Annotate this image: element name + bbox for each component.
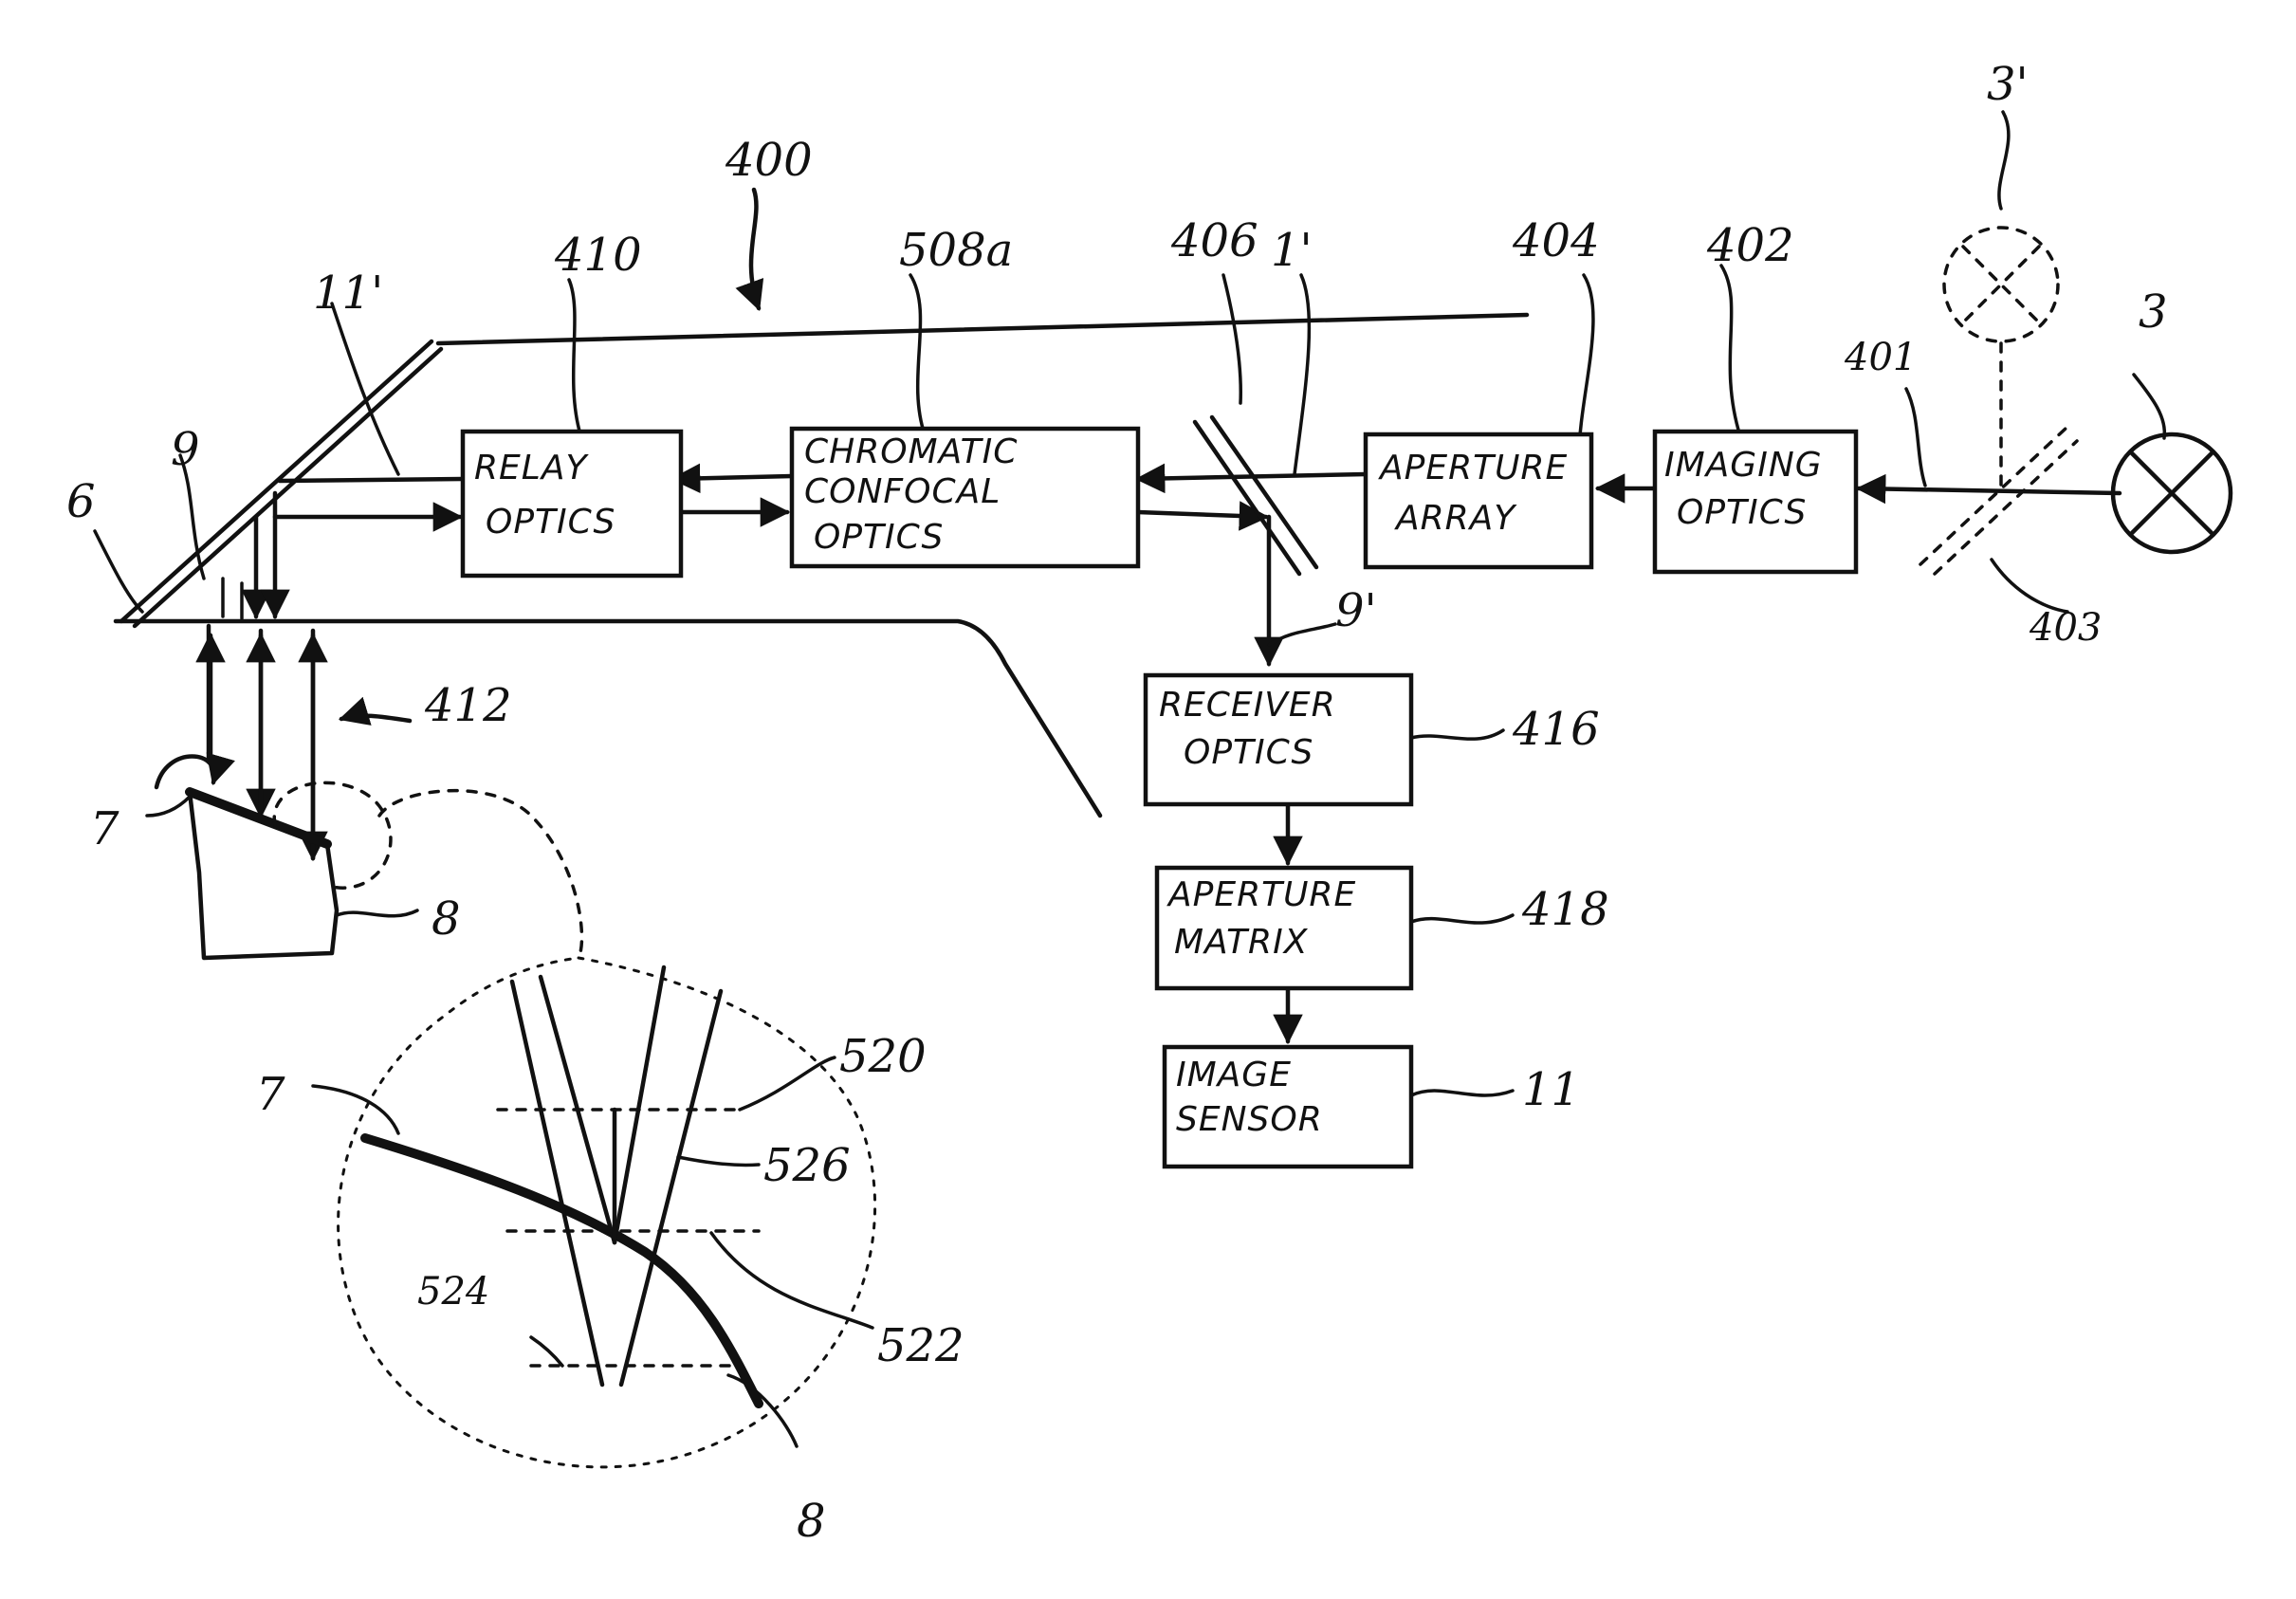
ref-418: 418 [1521, 883, 1609, 936]
block-aperture-array: APERTURE ARRAY [1366, 434, 1591, 567]
ref-524: 524 [417, 1270, 489, 1314]
chromatic-line3: OPTICS [814, 518, 944, 557]
aperture-array-line2: ARRAY [1394, 499, 1517, 538]
block-aperture-matrix: APERTURE MATRIX [1157, 868, 1411, 988]
ref-3-prime: 3' [1987, 58, 2029, 111]
aperture-matrix-line2: MATRIX [1174, 923, 1309, 962]
ref-6: 6 [66, 475, 96, 528]
ref-526: 526 [763, 1139, 851, 1192]
ref-9-prime: 9' [1335, 584, 1377, 637]
ref-8-detail: 8 [797, 1495, 826, 1548]
ref-400: 400 [725, 134, 813, 187]
ref-416: 416 [1512, 703, 1600, 756]
block-receiver-optics: RECEIVER OPTICS [1146, 675, 1411, 804]
object-tooth [156, 757, 581, 959]
leader-lines [95, 112, 2164, 1095]
ref-9: 9 [171, 423, 200, 476]
detail-enlargement [313, 958, 875, 1467]
aperture-array-line1: APERTURE [1378, 449, 1568, 487]
ref-7: 7 [90, 802, 119, 855]
ref-1-prime: 1' [1271, 224, 1313, 277]
light-source [2113, 434, 2231, 552]
block-image-sensor: IMAGE SENSOR [1165, 1047, 1411, 1167]
ref-522: 522 [877, 1319, 964, 1372]
ref-403: 403 [2029, 606, 2102, 650]
ref-11: 11 [1522, 1063, 1580, 1116]
block-relay-optics: RELAY OPTICS [463, 432, 681, 576]
receiver-optics-line1: RECEIVER [1159, 686, 1336, 725]
ref-402: 402 [1706, 219, 1794, 272]
ref-404: 404 [1512, 214, 1600, 267]
ref-406: 406 [1170, 214, 1258, 267]
block-chromatic-confocal-optics: CHROMATIC CONFOCAL OPTICS [792, 429, 1138, 566]
image-sensor-line1: IMAGE [1176, 1056, 1292, 1094]
receiver-optics-line2: OPTICS [1184, 733, 1313, 772]
ref-401: 401 [1844, 336, 1917, 379]
relay-optics-line2: OPTICS [486, 503, 615, 542]
reference-numerals: 400 410 508a 406 1' 404 402 3' 3 401 403… [66, 58, 2168, 1548]
chromatic-line2: CONFOCAL [804, 472, 1001, 511]
ref-3: 3 [2139, 285, 2168, 339]
ref-412: 412 [424, 679, 512, 732]
ref-7-detail: 7 [256, 1068, 285, 1121]
imaging-optics-line1: IMAGING [1664, 446, 1823, 485]
chromatic-line1: CHROMATIC [804, 432, 1018, 471]
ref-410: 410 [554, 229, 642, 282]
block-imaging-optics: IMAGING OPTICS [1655, 432, 1856, 572]
aperture-matrix-line1: APERTURE [1166, 875, 1356, 914]
image-sensor-line2: SENSOR [1176, 1100, 1323, 1139]
ref-508a: 508a [899, 224, 1013, 277]
ref-11-prime: 11' [313, 266, 383, 320]
ref-520: 520 [839, 1030, 927, 1083]
alt-light-source [1920, 228, 2077, 574]
ref-8: 8 [432, 892, 461, 946]
imaging-optics-line2: OPTICS [1677, 493, 1807, 532]
relay-optics-line1: RELAY [474, 449, 589, 487]
